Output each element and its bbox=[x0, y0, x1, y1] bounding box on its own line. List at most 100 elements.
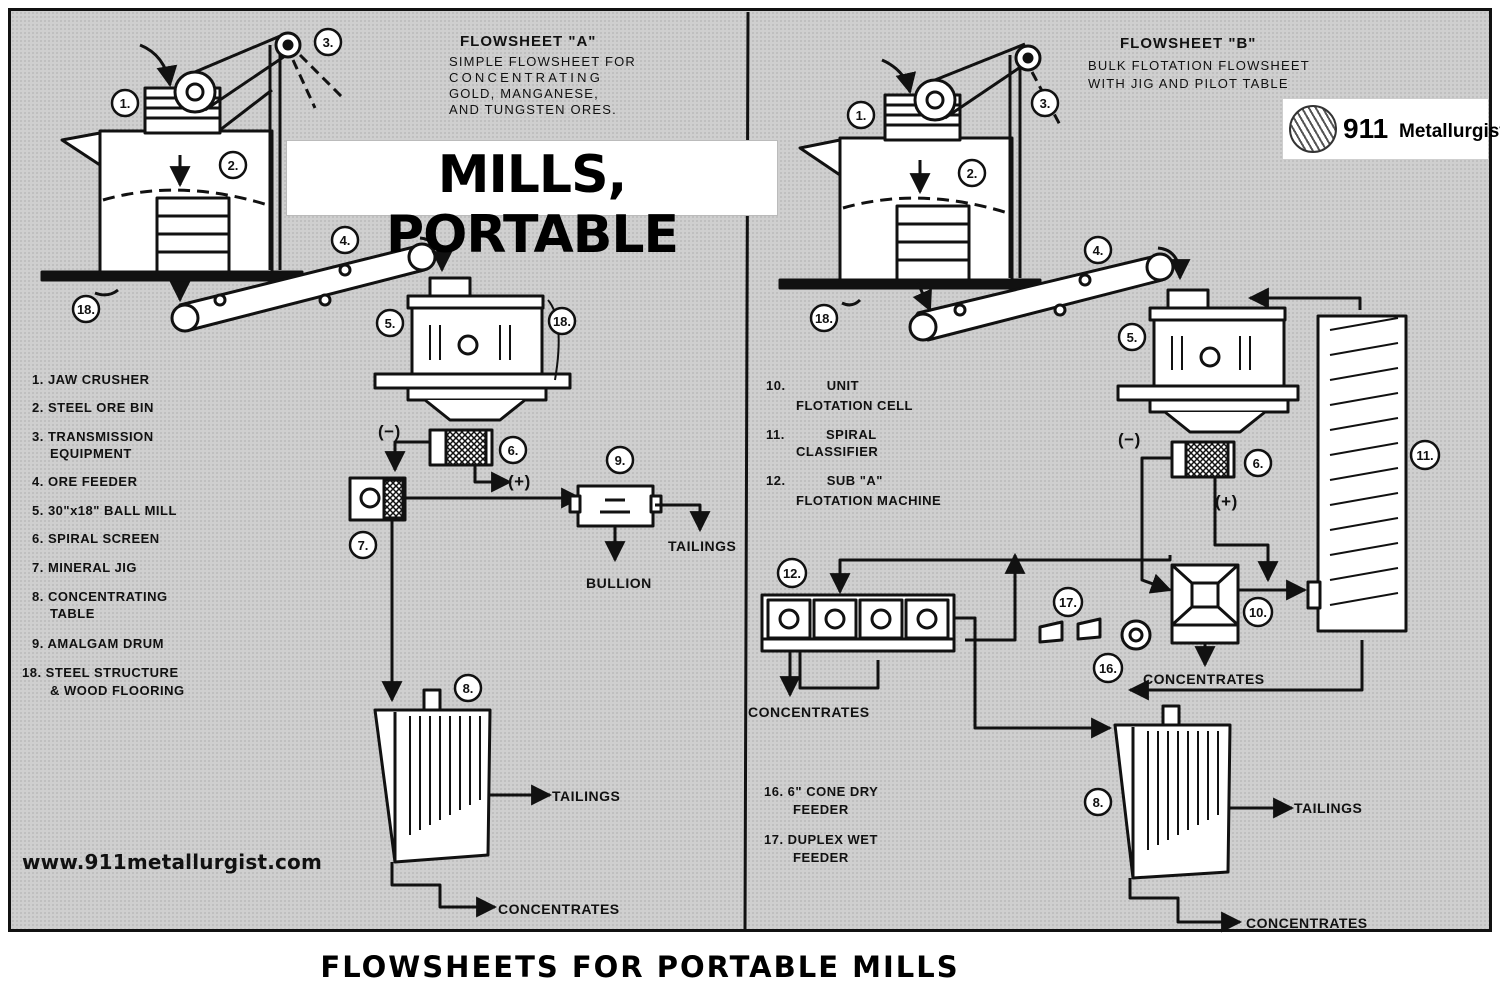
ore-bin-b bbox=[778, 136, 1042, 290]
brand-logo[interactable]: 911 Metallurgist bbox=[1283, 99, 1500, 159]
flowsheet-a-subtitle-3: GOLD, MANGANESE, bbox=[449, 86, 599, 101]
sub-a-flotation-machine-b bbox=[760, 552, 1113, 739]
svg-text:8.: 8. bbox=[463, 681, 474, 696]
callout-b-16: 16. bbox=[1092, 652, 1124, 684]
flow-a-minus-label: (−) bbox=[378, 422, 401, 441]
callout-a-18a: 18. bbox=[71, 294, 101, 324]
globe-logo-icon bbox=[1289, 105, 1337, 153]
legend-a-item-3b: EQUIPMENT bbox=[50, 446, 132, 461]
svg-text:10.: 10. bbox=[1249, 605, 1267, 620]
legend-b-item-16b: FEEDER bbox=[793, 802, 849, 817]
svg-text:11.: 11. bbox=[1416, 448, 1433, 463]
unit-flotation-cell-b bbox=[829, 555, 1308, 668]
logo-number: 911 bbox=[1343, 113, 1389, 144]
callout-a-2: 2. bbox=[218, 150, 248, 180]
svg-text:18.: 18. bbox=[77, 302, 95, 317]
ore-bin-a bbox=[40, 129, 304, 282]
callout-b-3: 3. bbox=[1030, 88, 1060, 118]
legend-b-item-17: 17. DUPLEX WET bbox=[764, 832, 878, 847]
ball-mill-b bbox=[1116, 287, 1362, 434]
svg-text:1.: 1. bbox=[120, 96, 131, 111]
svg-text:16.: 16. bbox=[1099, 661, 1117, 676]
amalgam-drum-a bbox=[568, 484, 711, 563]
flowsheet-a-subtitle-4: AND TUNGSTEN ORES. bbox=[449, 102, 617, 117]
flow-a-tailings-8: TAILINGS bbox=[552, 788, 621, 804]
ore-feeder-a bbox=[94, 236, 453, 333]
legend-a-item-1: 1. JAW CRUSHER bbox=[32, 372, 150, 387]
legend-a-item-18b: & WOOD FLOORING bbox=[50, 683, 185, 698]
legend-b-item-12: 12. SUB "A" bbox=[766, 473, 883, 488]
callout-b-8: 8. bbox=[1083, 787, 1113, 817]
flow-b-concentrates-8: CONCENTRATES bbox=[1246, 915, 1368, 931]
flowsheet-a-subtitle-2: CONCENTRATING bbox=[449, 70, 604, 85]
legend-b-item-10b: FLOTATION CELL bbox=[796, 398, 913, 413]
flow-b-tailings-8: TAILINGS bbox=[1294, 800, 1363, 816]
svg-text:18.: 18. bbox=[553, 314, 571, 329]
spiral-screen-a bbox=[384, 428, 513, 493]
svg-text:2.: 2. bbox=[967, 166, 978, 181]
callout-a-18b: 18. bbox=[547, 306, 577, 336]
main-title: MILLS, PORTABLE bbox=[386, 145, 679, 265]
callout-b-12: 12. bbox=[776, 557, 808, 589]
svg-text:5.: 5. bbox=[1127, 330, 1138, 345]
svg-text:3.: 3. bbox=[323, 35, 334, 50]
svg-text:1.: 1. bbox=[856, 108, 867, 123]
callout-b-4: 4. bbox=[1083, 235, 1113, 265]
flow-a-plus-label: (+) bbox=[508, 472, 531, 491]
website-link[interactable]: www.911metallurgist.com bbox=[22, 850, 323, 874]
cone-dry-feeder-b bbox=[1120, 619, 1152, 651]
flowsheet-b-subtitle-2: WITH JIG AND PILOT TABLE bbox=[1088, 76, 1289, 91]
callout-b-5: 5. bbox=[1117, 322, 1147, 352]
svg-text:8.: 8. bbox=[1093, 795, 1104, 810]
jaw-crusher-a bbox=[139, 43, 222, 135]
legend-a-item-18: 18. STEEL STRUCTURE bbox=[22, 665, 179, 680]
flowsheet-b-title: FLOWSHEET "B" bbox=[1120, 35, 1257, 52]
mineral-jig-a bbox=[348, 476, 583, 703]
callout-a-8: 8. bbox=[453, 673, 483, 703]
svg-text:18.: 18. bbox=[815, 311, 833, 326]
legend-b-item-11: 11. SPIRAL bbox=[766, 427, 877, 442]
ore-feeder-b bbox=[841, 246, 1191, 342]
legend-a-item-8: 8. CONCENTRATING bbox=[32, 589, 168, 604]
duplex-wet-feeder-b bbox=[1038, 617, 1102, 644]
callout-b-1: 1. bbox=[846, 100, 876, 130]
svg-text:2.: 2. bbox=[228, 158, 239, 173]
legend-a-item-9: 9. AMALGAM DRUM bbox=[32, 636, 164, 651]
svg-text:5.: 5. bbox=[385, 316, 396, 331]
legend-b-item-17b: FEEDER bbox=[793, 850, 849, 865]
flow-a-concentrates-8: CONCENTRATES bbox=[498, 901, 620, 917]
logo-text: Metallurgist bbox=[1399, 121, 1500, 142]
legend-b-item-12b: FLOTATION MACHINE bbox=[796, 493, 942, 508]
callout-a-4: 4. bbox=[330, 225, 360, 255]
flow-b-concentrates-10: CONCENTRATES bbox=[1143, 671, 1265, 687]
callout-a-7: 7. bbox=[348, 530, 378, 560]
callout-a-1: 1. bbox=[110, 88, 140, 118]
callout-a-9: 9. bbox=[605, 445, 635, 475]
flowsheet-a-title: FLOWSHEET "A" bbox=[460, 33, 597, 50]
flow-b-concentrates-12: CONCENTRATES bbox=[748, 704, 870, 720]
transmission-a bbox=[194, 31, 347, 270]
legend-b-item-10: 10. UNIT bbox=[766, 378, 860, 393]
svg-text:17.: 17. bbox=[1059, 595, 1077, 610]
legend-a-item-4: 4. ORE FEEDER bbox=[32, 474, 138, 489]
svg-text:9.: 9. bbox=[615, 453, 626, 468]
svg-text:6.: 6. bbox=[1253, 456, 1264, 471]
flowsheet-a-subtitle-1: SIMPLE FLOWSHEET FOR bbox=[449, 54, 637, 69]
svg-text:4.: 4. bbox=[1093, 243, 1104, 258]
spiral-classifier-b bbox=[1127, 314, 1408, 701]
legend-a-item-7: 7. MINERAL JIG bbox=[32, 560, 138, 575]
svg-text:4.: 4. bbox=[340, 233, 351, 248]
concentrating-table-b bbox=[1113, 704, 1295, 933]
legend-b-item-16: 16. 6" CONE DRY bbox=[764, 784, 879, 799]
legend-a-item-8b: TABLE bbox=[50, 606, 95, 621]
flow-b-minus-label: (−) bbox=[1118, 430, 1141, 449]
flow-a-bullion: BULLION bbox=[586, 575, 652, 591]
flowsheet-b-subtitle-1: BULK FLOTATION FLOWSHEET bbox=[1088, 58, 1310, 73]
callout-b-11: 11. bbox=[1409, 439, 1441, 471]
callout-b-17: 17. bbox=[1052, 586, 1084, 618]
callout-a-5: 5. bbox=[375, 308, 405, 338]
legend-a-item-6: 6. SPIRAL SCREEN bbox=[32, 531, 160, 546]
callout-b-18: 18. bbox=[809, 303, 839, 333]
transmission-b bbox=[934, 42, 1062, 278]
